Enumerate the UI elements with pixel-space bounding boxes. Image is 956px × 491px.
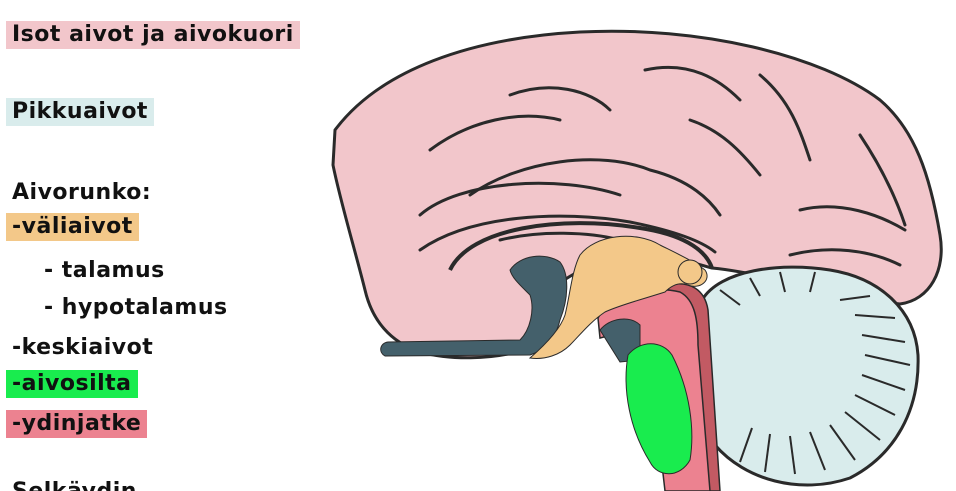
label-thalamus: - talamus xyxy=(44,257,165,285)
label-cerebrum: Isot aivot ja aivokuori xyxy=(6,21,300,49)
label-pons: -aivosilta xyxy=(6,370,138,398)
label-cerebellum: Pikkuaivot xyxy=(6,98,154,126)
legend: Isot aivot ja aivokuori Pikkuaivot Aivor… xyxy=(0,0,330,491)
label-midbrain: -keskiaivot xyxy=(12,334,153,362)
label-medulla: -ydinjatke xyxy=(6,410,147,438)
label-spinal-cord-cut-off: Selkäydin xyxy=(12,478,137,491)
label-diencephalon: -väliaivot xyxy=(6,213,139,241)
label-hypothalamus: - hypotalamus xyxy=(44,294,228,322)
cerebellum-shape xyxy=(692,267,919,485)
label-brainstem: Aivorunko: xyxy=(12,179,151,207)
thalamus-blob xyxy=(678,260,702,284)
